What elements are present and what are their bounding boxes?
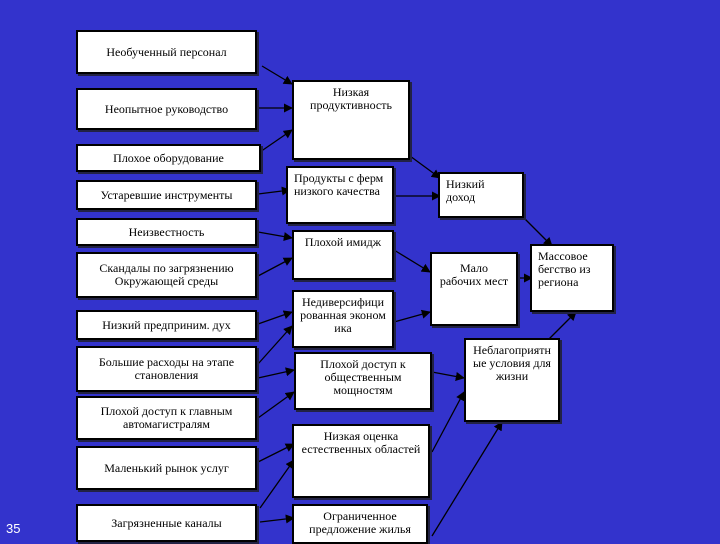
arrow xyxy=(409,155,441,179)
cause-box-pollution-scandals: Скандалы по загрязнению Окружающей среды xyxy=(76,252,257,298)
arrow xyxy=(257,257,293,277)
effect-box-limited-housing: Ограниченное предложение жилья xyxy=(292,504,428,544)
arrow xyxy=(257,231,293,242)
arrow xyxy=(257,367,295,379)
arrow xyxy=(431,391,465,453)
cause-box-small-services-market: Маленький рынок услуг xyxy=(76,446,257,490)
cause-box-outdated-tools: Устаревшие инструменты xyxy=(76,180,257,210)
arrow xyxy=(259,129,293,153)
arrow xyxy=(257,186,291,196)
final-box-mass-exodus: Массовое бегство из региона xyxy=(530,244,614,312)
effect-box-poor-image: Плохой имидж xyxy=(292,230,394,280)
arrow xyxy=(393,309,431,323)
arrow xyxy=(257,310,293,325)
effect-box-low-quality-farm-products: Продукты с ферм низкого качества xyxy=(286,166,394,224)
cause-box-poor-highway-access: Плохой доступ к главным автомагистралям xyxy=(76,396,257,440)
arrow xyxy=(259,514,295,524)
result-box-unfavorable-living-conditions: Неблагоприятные условия для жизни xyxy=(464,338,560,422)
page-number: 35 xyxy=(6,521,21,536)
arrow xyxy=(257,391,295,419)
arrow xyxy=(431,421,503,537)
cause-box-poor-equipment: Плохое оборудование xyxy=(76,144,261,172)
effect-box-low-natural-areas-value: Низкая оценка естественных областей xyxy=(292,424,430,498)
effect-box-undiversified-economy: Недиверсифицированная экономика xyxy=(292,290,394,348)
cause-box-obscurity: Неизвестность xyxy=(76,218,257,246)
cause-box-polluted-canals: Загрязненные каналы xyxy=(76,504,257,542)
arrow xyxy=(521,215,553,247)
arrow xyxy=(431,371,465,381)
arrow xyxy=(393,249,431,273)
arrow xyxy=(257,443,295,463)
cause-box-high-startup-costs: Большие расходы на этапе становления xyxy=(76,346,257,392)
effect-box-poor-public-access: Плохой доступ к общественным мощностям xyxy=(294,352,432,410)
cause-box-untrained-staff: Необученный персонал xyxy=(76,30,257,74)
arrow xyxy=(545,311,577,343)
arrow xyxy=(257,325,293,365)
result-box-few-jobs: Мало рабочих мест xyxy=(430,252,518,326)
arrow xyxy=(259,459,295,509)
effect-box-low-productivity: Низкая продуктивность xyxy=(292,80,410,160)
cause-box-inexperienced-management: Неопытное руководство xyxy=(76,88,257,130)
result-box-low-income: Низкий доход xyxy=(438,172,524,218)
arrow xyxy=(261,65,293,85)
cause-box-low-entrepreneurship: Низкий предприним. дух xyxy=(76,310,257,340)
